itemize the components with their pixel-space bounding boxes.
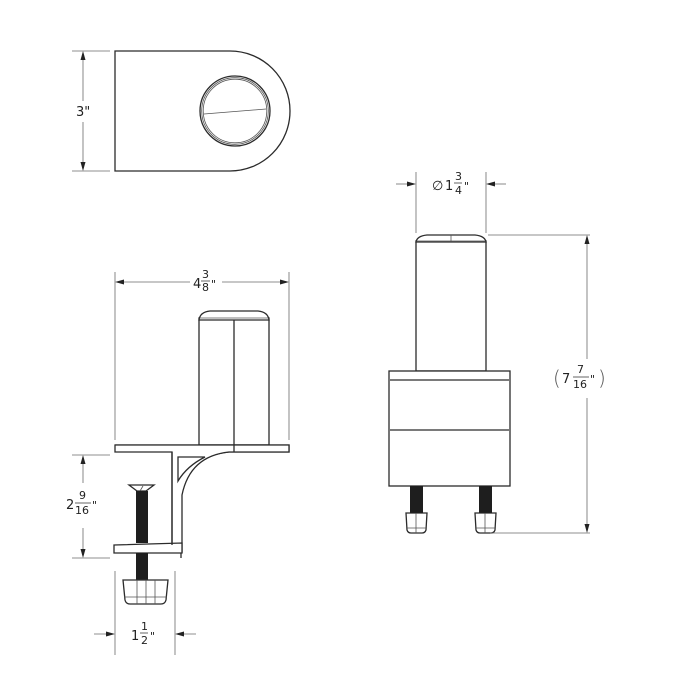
- dim-whole: 2: [66, 498, 74, 513]
- screw-thread-upper: [136, 491, 148, 543]
- paren-close: ): [598, 366, 606, 390]
- diameter-symbol: ∅: [432, 179, 443, 194]
- dim-unit: ": [150, 630, 155, 643]
- side-post-cap: [198, 310, 270, 321]
- top-view: 3": [72, 50, 291, 172]
- dimension-overall-height: ( 7 7 16 " ): [488, 234, 606, 534]
- screw-knob: [122, 579, 169, 605]
- dimension-post-diameter: ∅ 1 3 4 ": [396, 170, 506, 233]
- post-ring: [199, 75, 271, 147]
- side-view: 4 3 8 " 2 9 16 " 1: [66, 268, 290, 655]
- threaded-foot-right: [474, 486, 497, 534]
- dim-den: 16: [573, 378, 587, 391]
- front-view: ∅ 1 3 4 " ( 7 7 16 " ): [388, 170, 606, 534]
- dim-unit: ": [92, 499, 97, 512]
- dim-den: 2: [141, 634, 148, 647]
- clamp-screw: [122, 484, 169, 605]
- dim-den: 8: [202, 281, 209, 294]
- bracket-lower-jaw: [113, 542, 183, 554]
- dim-unit: ": [464, 180, 469, 193]
- dim-num: 3: [455, 170, 462, 183]
- dim-label-3in: 3": [76, 105, 90, 120]
- dim-num: 9: [79, 489, 86, 502]
- dim-unit: ": [211, 278, 216, 291]
- dim-whole: 4: [193, 277, 201, 292]
- dim-whole: 1: [131, 629, 139, 644]
- dim-num: 3: [202, 268, 209, 281]
- dimension-clamp-opening: 2 9 16 ": [66, 454, 110, 559]
- dimension-clamp-depth: 1 1 2 ": [94, 571, 196, 655]
- bracket-gusset: [177, 456, 206, 484]
- collar-block: [388, 370, 511, 487]
- dim-den: 4: [455, 184, 462, 197]
- dim-unit: ": [590, 373, 595, 386]
- dim-den: 16: [75, 504, 89, 517]
- clamp-bracket: [113, 444, 290, 558]
- side-post: [198, 310, 270, 446]
- dim-whole: 7: [562, 372, 570, 387]
- front-post: [415, 234, 487, 372]
- clamp-plate-outline: [114, 50, 291, 172]
- dimension-top-height: 3": [72, 50, 110, 172]
- screw-thread-lower: [136, 553, 148, 580]
- dim-whole: 1: [445, 179, 453, 194]
- threaded-foot-left: [405, 486, 428, 534]
- dim-num: 1: [141, 620, 148, 633]
- dimension-side-width: 4 3 8 ": [114, 268, 290, 440]
- dim-num: 7: [577, 363, 584, 376]
- paren-open: (: [553, 366, 561, 390]
